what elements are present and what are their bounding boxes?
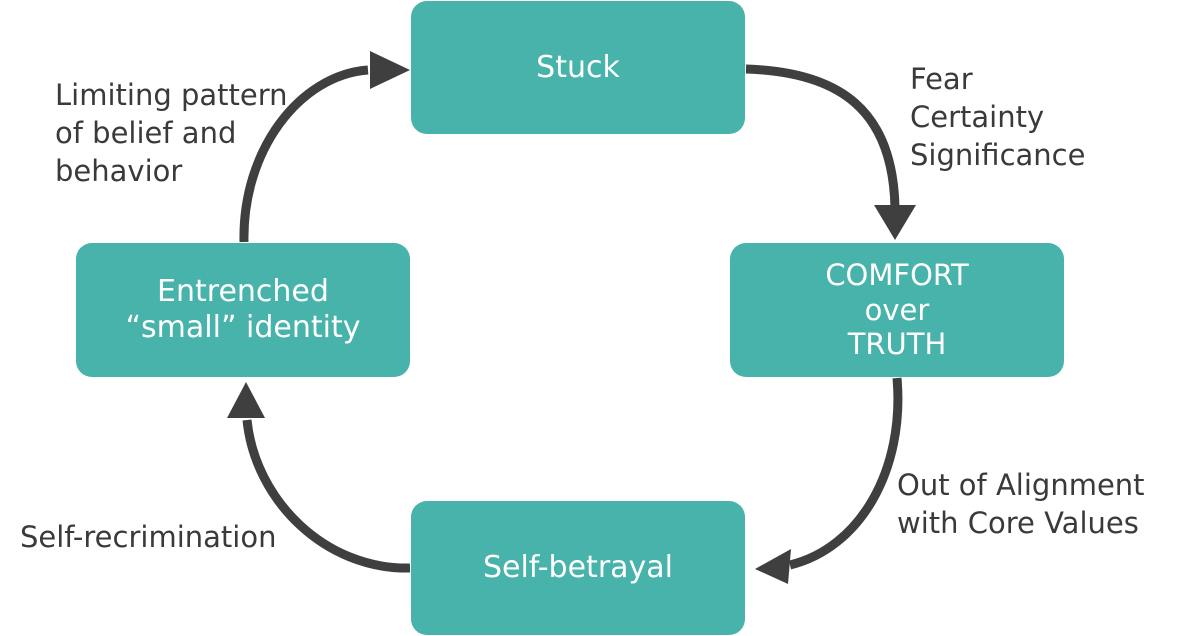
arrowhead-identity-to-stuck [370,51,410,89]
node-self-betrayal: Self-betrayal [411,501,745,635]
edge-label-tl-line-3: behavior [55,154,183,188]
node-identity-line-1: Entrenched [157,274,329,309]
edge-label-tl-line-1: Limiting pattern [55,78,288,112]
node-comfort-line-3: TRUTH [847,327,947,362]
edge-label-fear-certainty-significance: Fear Certainty Significance [910,60,1085,174]
node-stuck-line-1: Stuck [536,49,620,85]
node-comfort-over-truth: COMFORT over TRUTH [730,243,1064,377]
arrowhead-comfort-to-betrayal [755,549,791,584]
edge-label-tr-line-1: Fear [910,62,973,96]
node-identity-line-2: “small” identity [125,310,361,345]
arrow-stuck-to-comfort [745,64,900,209]
node-betrayal-line-1: Self-betrayal [482,550,674,585]
arrowhead-betrayal-to-identity [227,382,265,418]
edge-label-limiting-pattern: Limiting pattern of belief and behavior [55,76,288,190]
edge-label-out-of-alignment: Out of Alignment with Core Values [897,466,1145,542]
arrowhead-stuck-to-comfort [874,205,916,240]
edge-label-br-line-1: Out of Alignment [897,468,1145,502]
node-comfort-line-2: over [864,292,930,327]
edge-label-tr-line-3: Significance [910,138,1086,172]
edge-label-tl-line-2: of belief and [55,116,237,150]
edge-label-bl-line-1: Self-recrimination [20,520,277,554]
arrow-comfort-to-betrayal [788,377,903,570]
node-comfort-line-1: COMFORT [825,257,969,292]
node-stuck: Stuck [411,1,745,134]
arrow-betrayal-to-identity [242,419,411,573]
edge-label-br-line-2: with Core Values [897,506,1139,540]
edge-label-self-recrimination: Self-recrimination [20,518,276,556]
edge-label-tr-line-2: Certainty [910,100,1045,134]
node-entrenched-identity: Entrenched “small” identity [76,243,410,377]
arrow-identity-to-stuck [239,65,369,243]
